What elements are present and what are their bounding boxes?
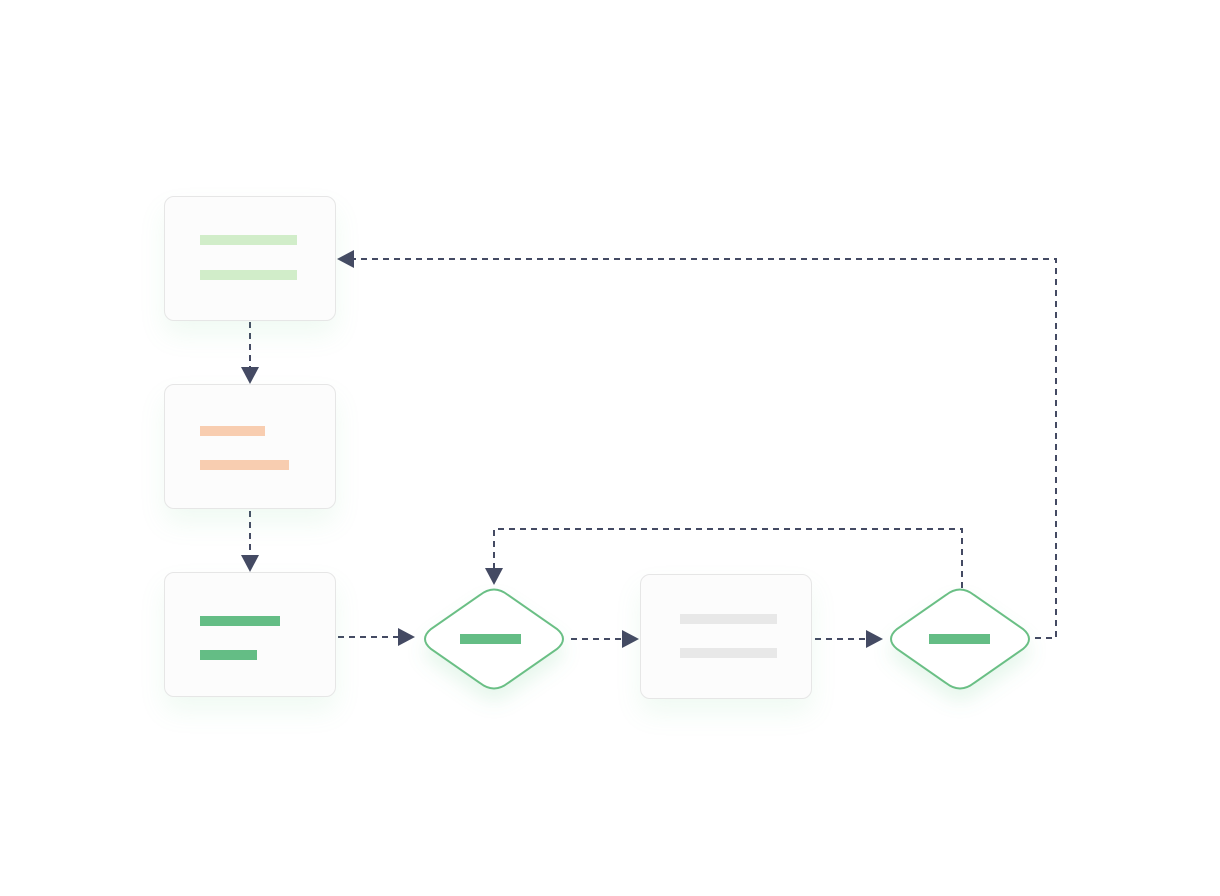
text-placeholder-bar — [680, 648, 777, 658]
arrowhead-icon — [622, 630, 639, 648]
arrowhead-icon — [866, 630, 883, 648]
arrowhead-icon — [485, 568, 503, 585]
text-placeholder-bar — [680, 614, 777, 624]
decision-node-second[interactable] — [890, 588, 1030, 690]
arrowhead-icon — [398, 628, 415, 646]
text-placeholder-bar — [929, 634, 990, 644]
text-placeholder-bar — [200, 616, 280, 626]
arrowheads — [241, 250, 883, 648]
edge-decision-second-to-start — [354, 258, 1057, 639]
arrowhead-icon — [337, 250, 354, 268]
process-node-second[interactable] — [164, 384, 336, 509]
arrowhead-icon — [241, 555, 259, 572]
connector-lines — [249, 258, 1057, 640]
arrowhead-icon — [241, 367, 259, 384]
text-placeholder-bar — [200, 426, 265, 436]
process-node-fourth[interactable] — [640, 574, 812, 699]
decision-node-first[interactable] — [424, 588, 564, 690]
process-node-start[interactable] — [164, 196, 336, 321]
text-placeholder-bar — [200, 460, 289, 470]
text-placeholder-bar — [200, 270, 297, 280]
text-placeholder-bar — [200, 235, 297, 245]
text-placeholder-bar — [200, 650, 257, 660]
text-placeholder-bar — [460, 634, 521, 644]
process-node-third[interactable] — [164, 572, 336, 697]
